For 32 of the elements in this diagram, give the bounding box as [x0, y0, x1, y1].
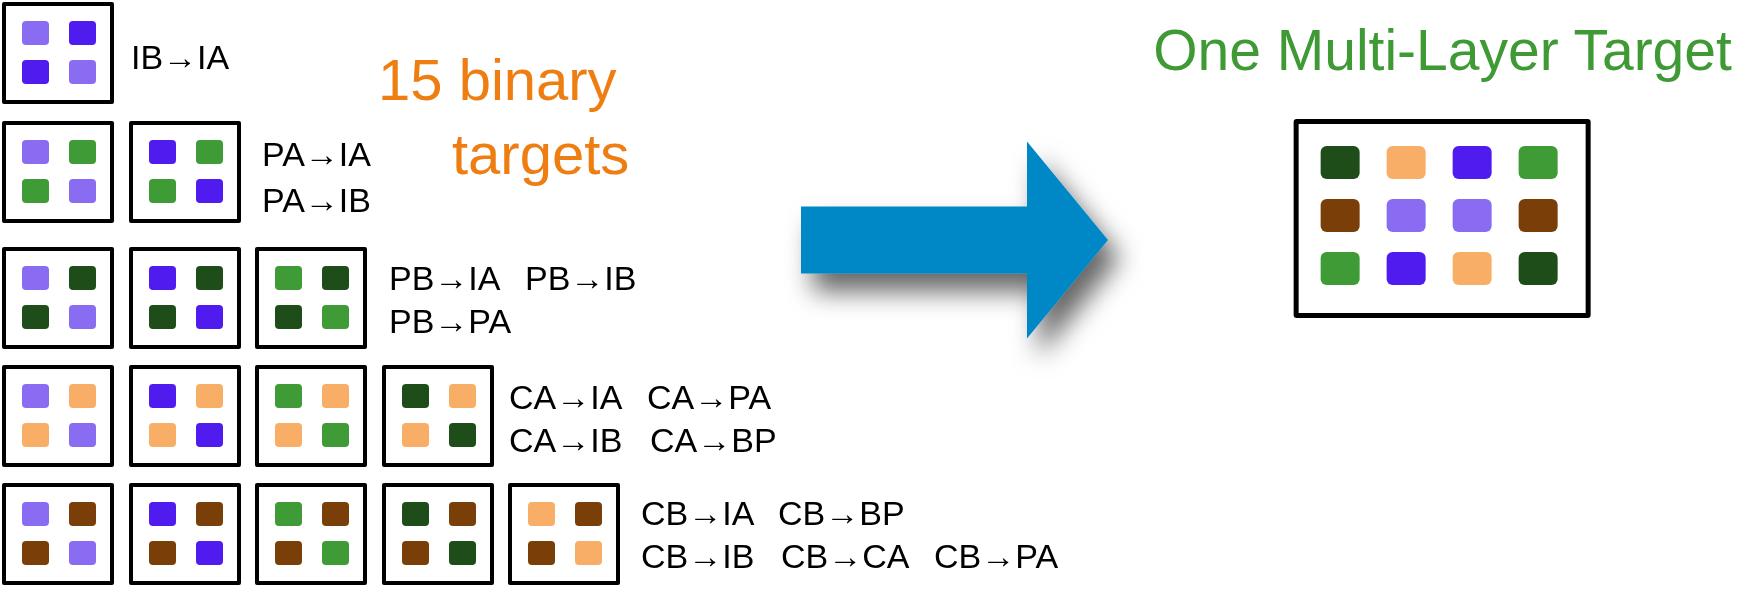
pair-label: PA→IB	[262, 183, 371, 217]
target-frame	[508, 483, 620, 585]
target-frame	[129, 121, 241, 223]
target-frame	[382, 365, 494, 467]
target-frame	[2, 365, 114, 467]
target-frame	[129, 483, 241, 585]
pair-label: CB→IA	[641, 496, 755, 530]
block-arrow	[801, 141, 1108, 339]
pair-label: CA→IA	[509, 380, 623, 414]
pair-label: CB→PA	[934, 539, 1059, 573]
pair-label: CA→BP	[650, 423, 777, 457]
pair-label: PA→IA	[262, 137, 371, 171]
target-frame	[2, 121, 114, 223]
target-frame	[255, 483, 367, 585]
target-frame	[129, 365, 241, 467]
target-frame	[2, 247, 114, 349]
pair-label: CA→IB	[509, 423, 623, 457]
pair-label: CB→CA	[781, 539, 910, 573]
target-frame	[2, 483, 114, 585]
target-frame	[129, 247, 241, 349]
pair-label: CA→PA	[647, 380, 772, 414]
target-frame	[2, 2, 114, 104]
pair-label: IB→IA	[131, 40, 230, 74]
target-frame	[382, 483, 494, 585]
group-title: 15 binary targets	[378, 43, 652, 191]
pair-label: CB→BP	[778, 496, 905, 530]
pair-label: CB→IB	[641, 539, 755, 573]
target-frame	[255, 365, 367, 467]
pair-label: PB→IB	[525, 261, 637, 295]
pair-label: PB→PA	[389, 304, 512, 338]
target-frame	[255, 247, 367, 349]
pair-label: PB→IA	[389, 261, 501, 295]
